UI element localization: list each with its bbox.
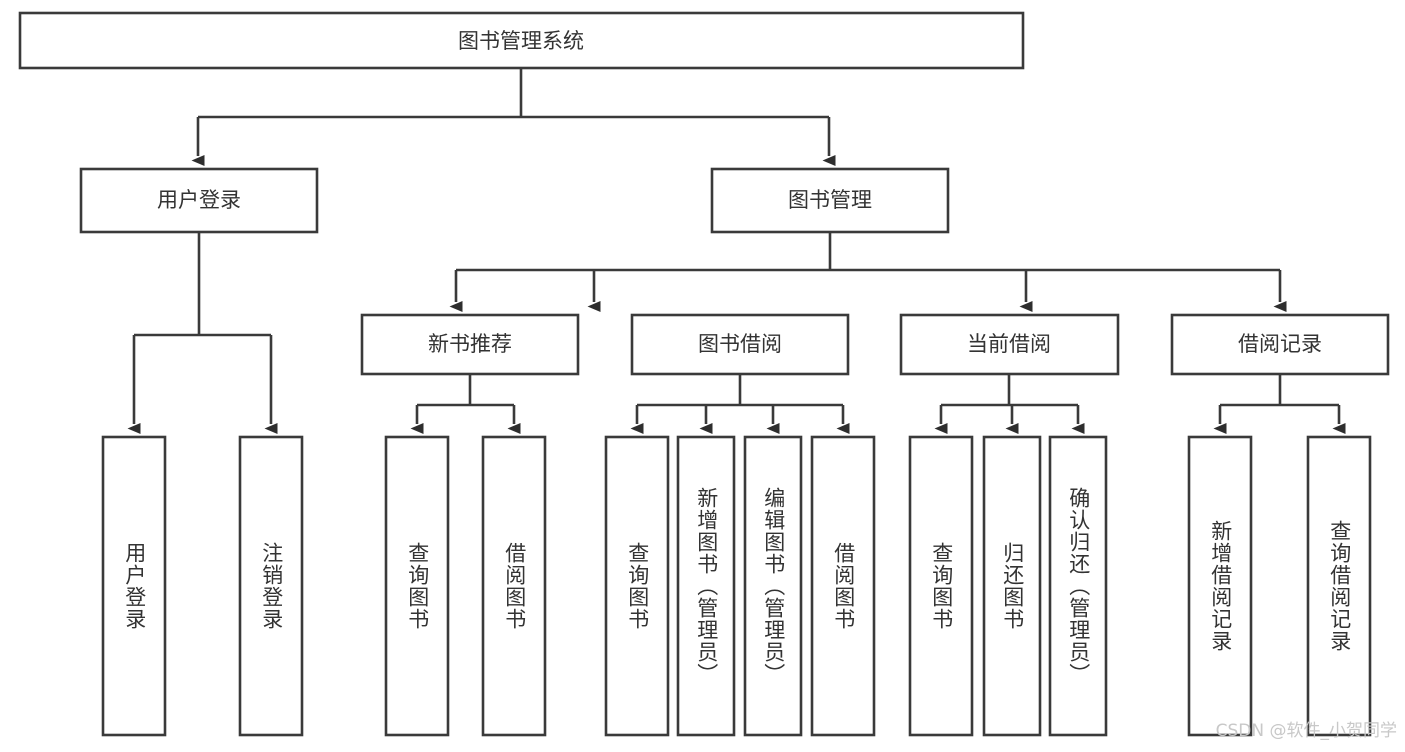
leaf-edit-book-box[interactable] [743,435,803,737]
leaf-query-book-1-box[interactable] [384,435,450,737]
leaf-borrow-book-2-box[interactable] [810,435,876,737]
node-book-manage-box[interactable] [710,167,950,234]
node-book-borrow[interactable]: 图书借阅 [630,313,850,376]
connector-group-user-login [127,232,278,434]
connector-group-current-borrow [934,374,1085,434]
node-current-borrow-label: 当前借阅 [967,332,1051,356]
connector-group-book-borrow [630,374,850,434]
leaf-add-record-box[interactable] [1187,435,1253,737]
node-borrow-record-label: 借阅记录 [1238,332,1322,356]
node-root[interactable]: 图书管理系统 [18,11,1025,70]
node-new-book-rec-label: 新书推荐 [428,332,512,356]
leaf-logout-box[interactable] [238,435,304,737]
node-new-book-rec[interactable]: 新书推荐 [360,313,580,376]
node-user-login-box[interactable] [79,167,319,234]
connector-group-book-manage [449,232,1287,312]
node-book-borrow-label: 图书借阅 [698,332,782,356]
node-root-box[interactable] [18,11,1025,70]
node-borrow-record[interactable]: 借阅记录 [1170,313,1390,376]
leaf-box-group [101,435,1372,737]
node-root-label: 图书管理系统 [458,29,584,53]
connector-group-root [191,68,836,166]
node-book-borrow-box[interactable] [630,313,850,376]
leaf-return-book-box[interactable] [982,435,1042,737]
leaf-query-book-3-box[interactable] [908,435,974,737]
connector-group-new-book-rec [410,374,521,434]
node-book-manage-label: 图书管理 [788,188,872,212]
node-book-manage[interactable]: 图书管理 [710,167,950,234]
node-user-login-label: 用户登录 [157,188,241,212]
leaf-confirm-return-box[interactable] [1048,435,1108,737]
node-new-book-rec-box[interactable] [360,313,580,376]
leaf-user-login-box[interactable] [101,435,167,737]
leaf-query-record-box[interactable] [1306,435,1372,737]
watermark-text: CSDN @软件_小贺同学 [1215,721,1397,741]
connector-group-borrow-record [1213,374,1346,434]
node-user-login[interactable]: 用户登录 [79,167,319,234]
leaf-add-book-box[interactable] [676,435,736,737]
node-current-borrow[interactable]: 当前借阅 [899,313,1120,376]
leaf-query-book-2-box[interactable] [604,435,670,737]
leaf-borrow-book-1-box[interactable] [481,435,547,737]
node-current-borrow-box[interactable] [899,313,1120,376]
node-borrow-record-box[interactable] [1170,313,1390,376]
